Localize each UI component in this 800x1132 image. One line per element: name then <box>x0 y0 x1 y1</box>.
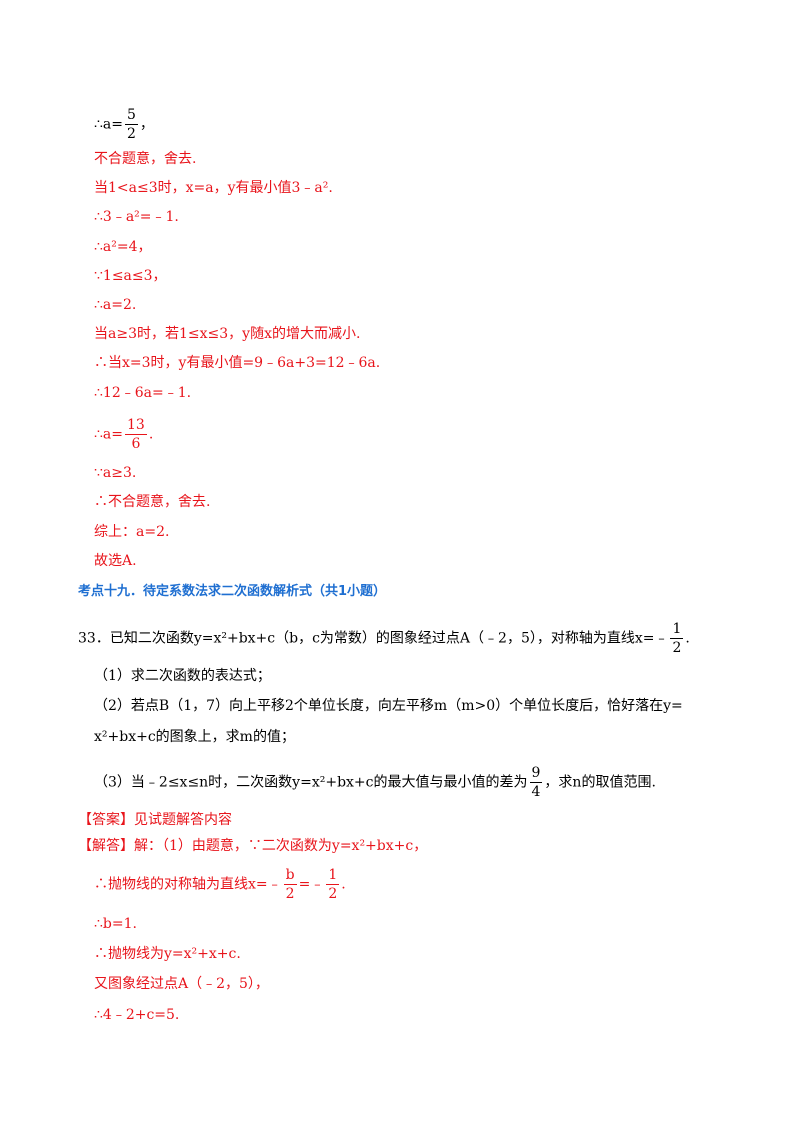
solution-line: ∴3﹣a²=﹣1. <box>94 209 179 225</box>
solution-line: 综上：a=2. <box>94 524 170 540</box>
text: =﹣ <box>298 876 325 893</box>
solution-line: ∵a≥3. <box>94 465 137 481</box>
text: ∴抛物线的对称轴为直线x=﹣ <box>94 876 282 893</box>
solution-line: ∴a²=4， <box>94 239 152 255</box>
numerator: 9 <box>529 765 543 783</box>
text: . <box>148 426 154 443</box>
denominator: 4 <box>531 784 541 800</box>
answer-line: 【解答】解：（1）由题意，∵二次函数为y=x²+bx+c， <box>78 838 428 854</box>
solution-line: ∴不合题意，舍去. <box>94 494 211 510</box>
denominator: 2 <box>328 886 338 902</box>
denominator: 2 <box>285 886 295 902</box>
denominator: 2 <box>126 126 136 142</box>
solution-line: ∴当x=3时，y有最小值=9﹣6a+3=12﹣6a. <box>94 355 381 371</box>
text: 33．已知二次函数y=x²+bx+c（b，c为常数）的图象经过点A（﹣2，5），… <box>78 630 669 647</box>
text: ，求n的取值范围. <box>544 774 656 791</box>
denominator: 2 <box>672 640 682 656</box>
answer-line: ∴b=1. <box>94 916 137 932</box>
solution-line: 故选A. <box>94 553 137 569</box>
text: . <box>341 876 346 893</box>
denominator: 6 <box>131 436 141 452</box>
solution-line: 不合题意，舍去. <box>94 151 197 167</box>
section-title: 考点十九．待定系数法求二次函数解析式（共1小题） <box>78 584 387 599</box>
text: （3）当﹣2≤x≤n时，二次函数y=x²+bx+c的最大值与最小值的差为 <box>94 774 528 791</box>
numerator: 1 <box>326 867 340 885</box>
numerator: 1 <box>670 621 684 639</box>
answer-line: 【答案】见试题解答内容 <box>78 812 232 828</box>
numerator: b <box>283 867 297 885</box>
numerator: 13 <box>124 417 147 435</box>
question-part-2: （2）若点B（1，7）向上平移2个单位长度，向左平移m（m>0）个单位长度后，恰… <box>94 698 683 714</box>
solution-line: ∵1≤a≤3， <box>94 268 167 284</box>
solution-line: 当a≥3时，若1≤x≤3，y随x的增大而减小. <box>94 326 361 342</box>
text: ∴a= <box>94 426 123 443</box>
question-stem: 33．已知二次函数y=x²+bx+c（b，c为常数）的图象经过点A（﹣2，5），… <box>78 620 690 657</box>
answer-line: ∴抛物线为y=x²+x+c. <box>94 946 241 962</box>
answer-line: 又图象经过点A（﹣2，5）， <box>94 976 269 992</box>
question-part-1: （1）求二次函数的表达式； <box>94 668 271 684</box>
text: ∴a= <box>94 116 123 133</box>
solution-line: ∴a=2. <box>94 297 137 313</box>
numerator: 5 <box>124 107 138 125</box>
text: ， <box>139 116 154 133</box>
text: . <box>685 630 690 647</box>
solution-line: 当1<a≤3时，x=a，y有最小值3﹣a². <box>94 180 333 196</box>
solution-line: ∴12﹣6a=﹣1. <box>94 385 192 401</box>
answer-line: ∴4﹣2+c=5. <box>94 1007 180 1023</box>
question-part-2-cont: x²+bx+c的图象上，求m的值； <box>94 729 295 745</box>
